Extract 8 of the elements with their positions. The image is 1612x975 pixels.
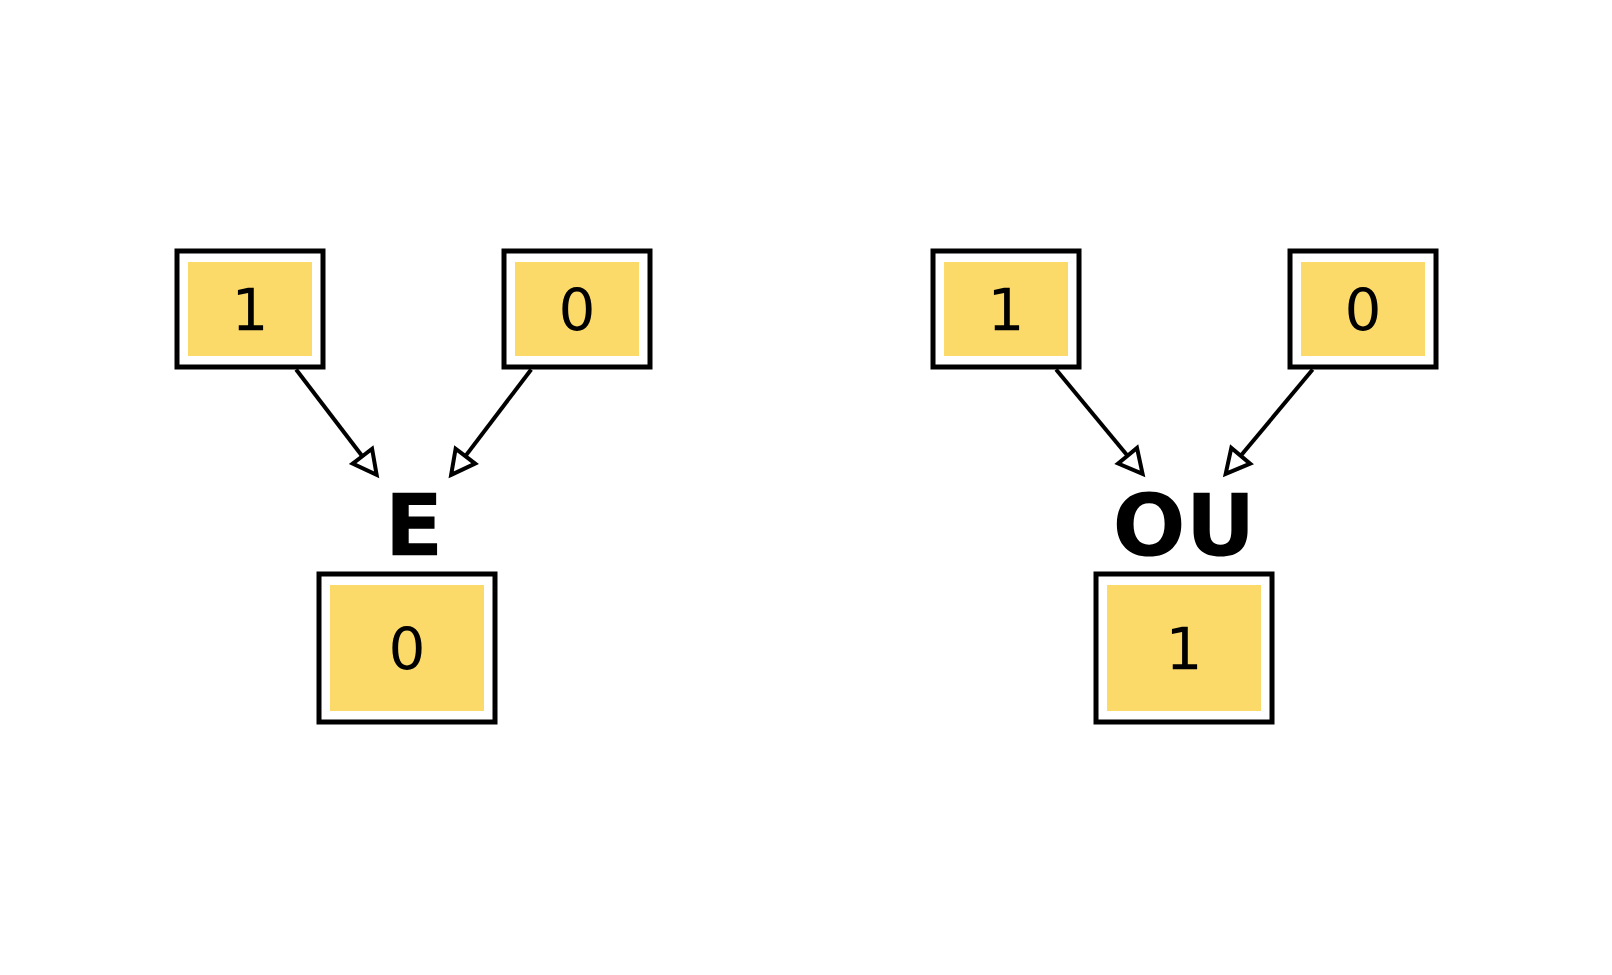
operator-label: E — [392, 492, 438, 556]
digit-box: 0 — [316, 571, 498, 725]
operator-label: OU — [1116, 491, 1248, 557]
digit-box: 1 — [174, 248, 326, 370]
digit-box: 1 — [1093, 571, 1275, 725]
digit-box: 1 — [930, 248, 1082, 370]
digit-box: 0 — [501, 248, 653, 370]
digit-box: 0 — [1287, 248, 1439, 370]
